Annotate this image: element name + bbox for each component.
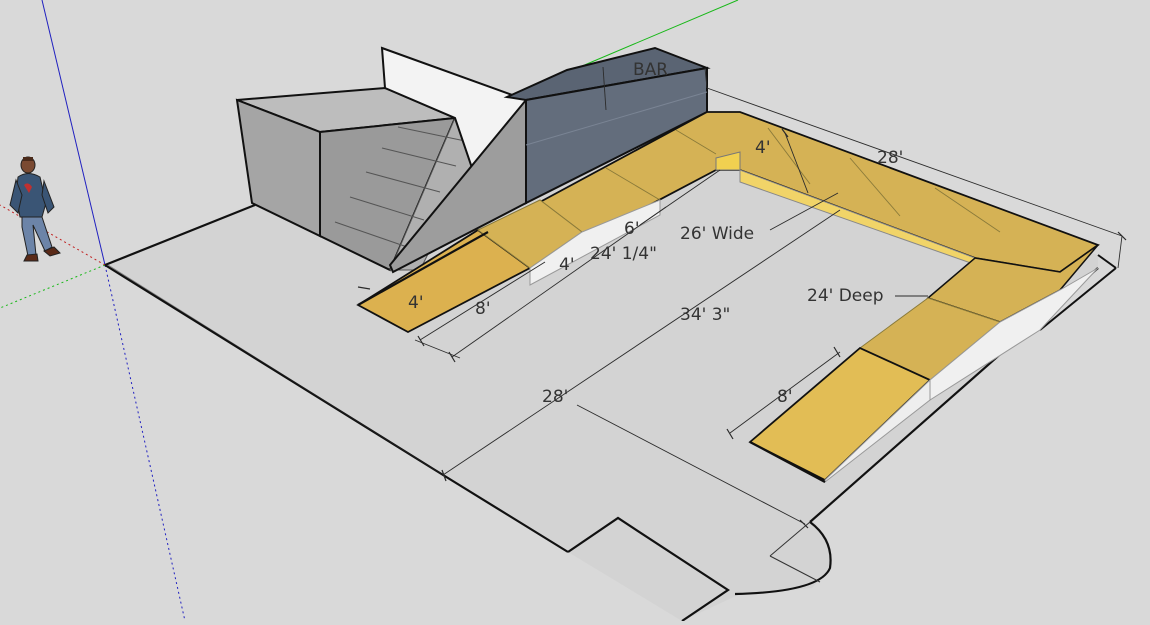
left-ramp[interactable] <box>356 199 661 334</box>
right-ramp[interactable] <box>748 244 1099 484</box>
dimension-labels: BAR 28' 4' 26' Wide 6' 4' 24' 1/4" 4' 8'… <box>408 60 903 407</box>
bar-block[interactable] <box>503 46 711 205</box>
red-axis-dotted <box>0 204 106 266</box>
right-8-label: 8' <box>777 387 793 407</box>
left-8-label: 8' <box>475 299 491 319</box>
inner-width-label: 26' Wide <box>680 224 754 244</box>
left-4-inner-label: 4' <box>559 255 575 275</box>
left-24-label: 24' 1/4" <box>590 244 657 264</box>
white-wall[interactable] <box>380 46 527 274</box>
blue-axis <box>41 0 106 266</box>
left-4-end-label: 4' <box>408 293 424 313</box>
diagonal-label: 34' 3" <box>680 305 730 325</box>
green-axis <box>567 0 739 73</box>
right-deep-label: 24' Deep <box>807 286 884 306</box>
bottom-28-label: 28' <box>542 387 568 407</box>
bar-label: BAR <box>633 60 668 80</box>
top-depth-label: 4' <box>755 138 771 158</box>
blue-axis-dotted <box>104 264 186 622</box>
top-length-label: 28' <box>877 148 903 168</box>
left-six-label: 6' <box>624 219 640 239</box>
green-axis-dotted <box>0 264 106 309</box>
dimension-lines <box>107 67 1127 529</box>
model-axes <box>0 0 739 622</box>
person-figure-icon[interactable] <box>9 156 61 262</box>
